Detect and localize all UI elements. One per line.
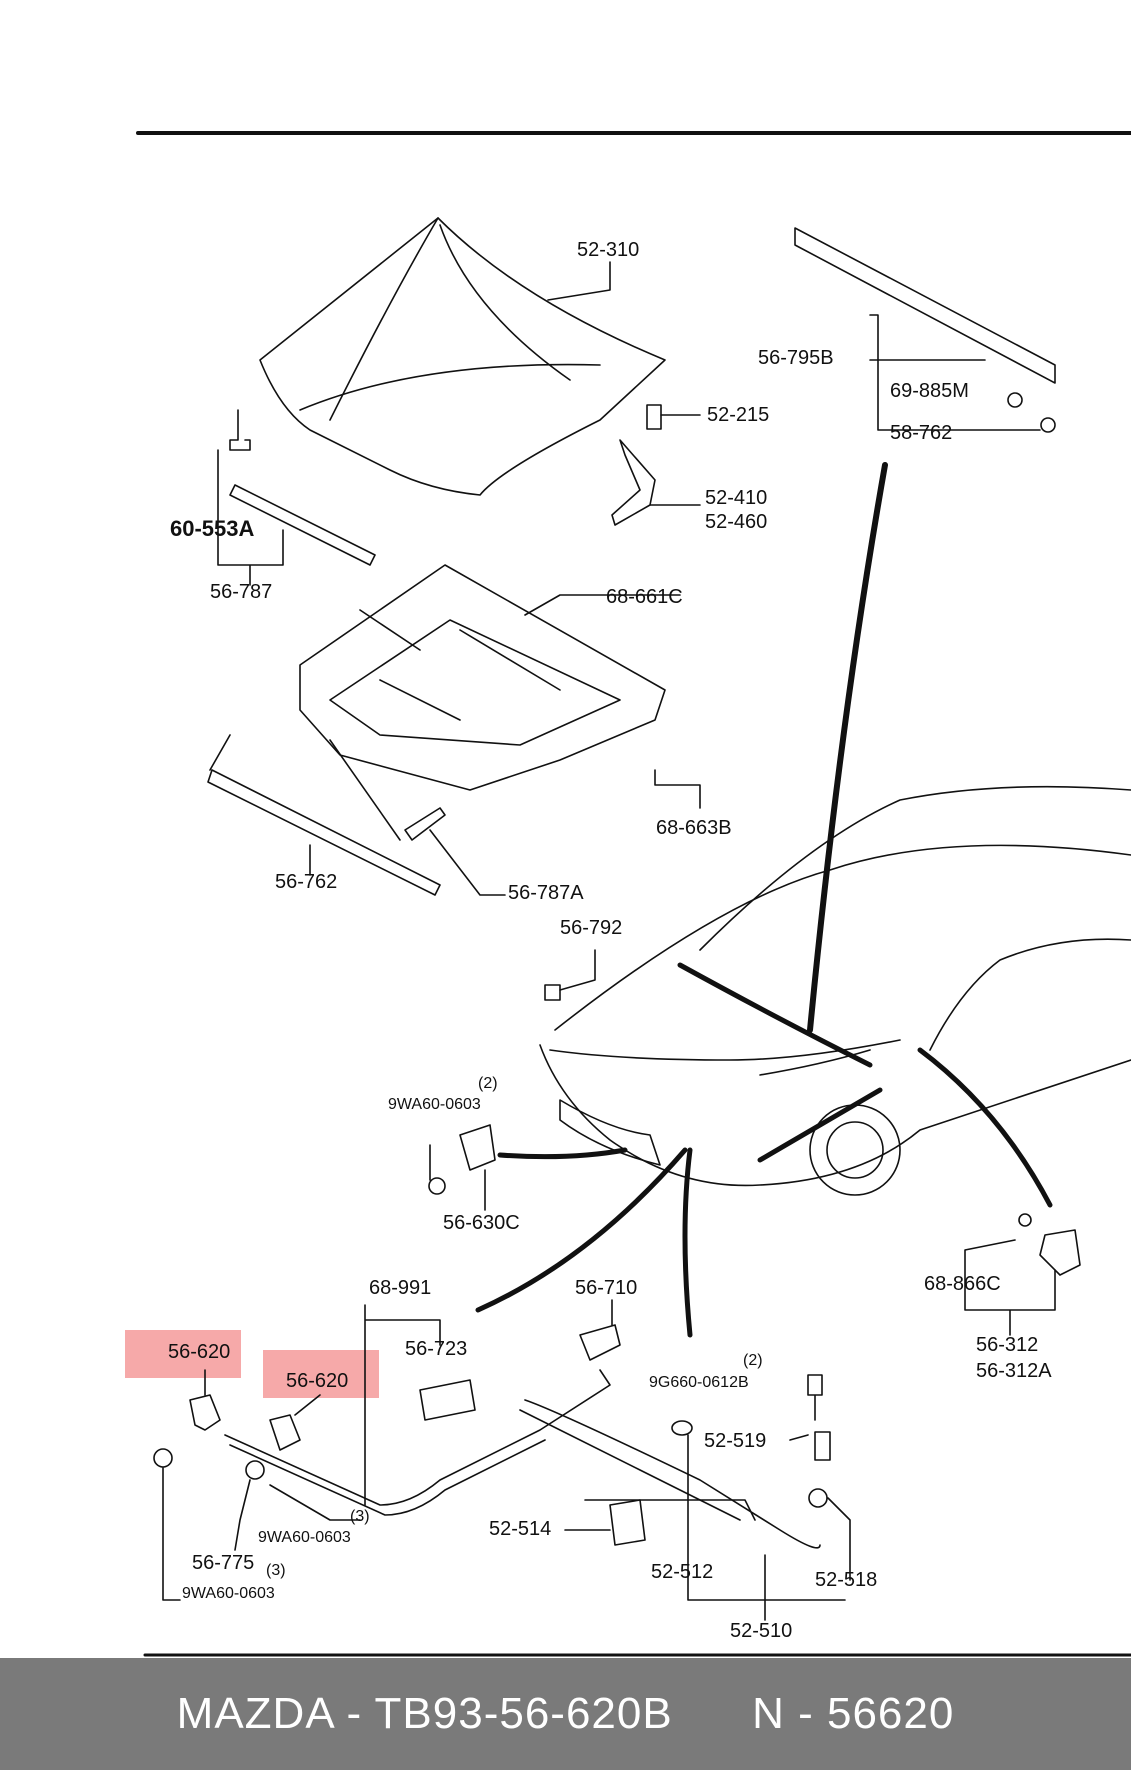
label-qty-3-a: (3) xyxy=(350,1508,370,1525)
label-9g660-0612b: 9G660-0612B xyxy=(649,1374,749,1391)
label-56-620-left: 56-620 xyxy=(168,1341,231,1363)
footer-part-numbers: MAZDA - TB93-56-620B N - 56620 xyxy=(0,1658,1131,1770)
label-56-620-right: 56-620 xyxy=(286,1370,349,1392)
label-52-460: 52-460 xyxy=(705,511,768,533)
label-9wa60-0603-b: 9WA60-0603 xyxy=(258,1529,351,1546)
highlight-56-620-right xyxy=(263,1350,379,1398)
label-52-512: 52-512 xyxy=(651,1561,714,1583)
label-58-762: 58-762 xyxy=(890,422,953,444)
label-52-519: 52-519 xyxy=(704,1430,767,1452)
label-52-310: 52-310 xyxy=(577,239,640,261)
label-68-991: 68-991 xyxy=(369,1277,432,1299)
label-56-787a: 56-787A xyxy=(508,882,584,904)
label-56-312: 56-312 xyxy=(976,1334,1039,1356)
label-56-710: 56-710 xyxy=(575,1277,638,1299)
label-56-312a: 56-312A xyxy=(976,1360,1052,1382)
label-56-792: 56-792 xyxy=(560,917,623,939)
label-60-553a: 60-553A xyxy=(170,516,255,541)
footer-alt-part-number: N - 56620 xyxy=(752,1689,955,1738)
label-52-215: 52-215 xyxy=(707,404,770,426)
label-52-518: 52-518 xyxy=(815,1569,878,1591)
label-68-866c: 68-866C xyxy=(924,1273,1001,1295)
label-52-510: 52-510 xyxy=(730,1620,793,1642)
label-56-795b: 56-795B xyxy=(758,347,834,369)
label-52-514: 52-514 xyxy=(489,1518,552,1540)
label-68-661c: 68-661C xyxy=(606,586,683,608)
label-56-787: 56-787 xyxy=(210,581,273,603)
label-56-723: 56-723 xyxy=(405,1338,468,1360)
label-9wa60-0603-c: 9WA60-0603 xyxy=(182,1585,275,1602)
label-56-630c: 56-630C xyxy=(443,1212,520,1234)
label-56-762: 56-762 xyxy=(275,871,338,893)
label-69-885m: 69-885M xyxy=(890,380,969,402)
footer-brand-part-number: MAZDA - TB93-56-620B xyxy=(176,1689,673,1738)
label-56-775: 56-775 xyxy=(192,1552,255,1574)
highlight-56-620-left xyxy=(125,1330,241,1378)
label-qty-2-b: (2) xyxy=(743,1352,763,1369)
label-qty-3-b: (3) xyxy=(266,1562,286,1579)
footer-spacer xyxy=(673,1689,752,1739)
footer-banner: MAZDA - TB93-56-620B N - 56620 xyxy=(0,1658,1131,1770)
label-9wa60-0603-a: 9WA60-0603 xyxy=(388,1096,481,1113)
label-52-410: 52-410 xyxy=(705,487,768,509)
label-68-663b: 68-663B xyxy=(656,817,732,839)
label-qty-2-a: (2) xyxy=(478,1075,498,1092)
